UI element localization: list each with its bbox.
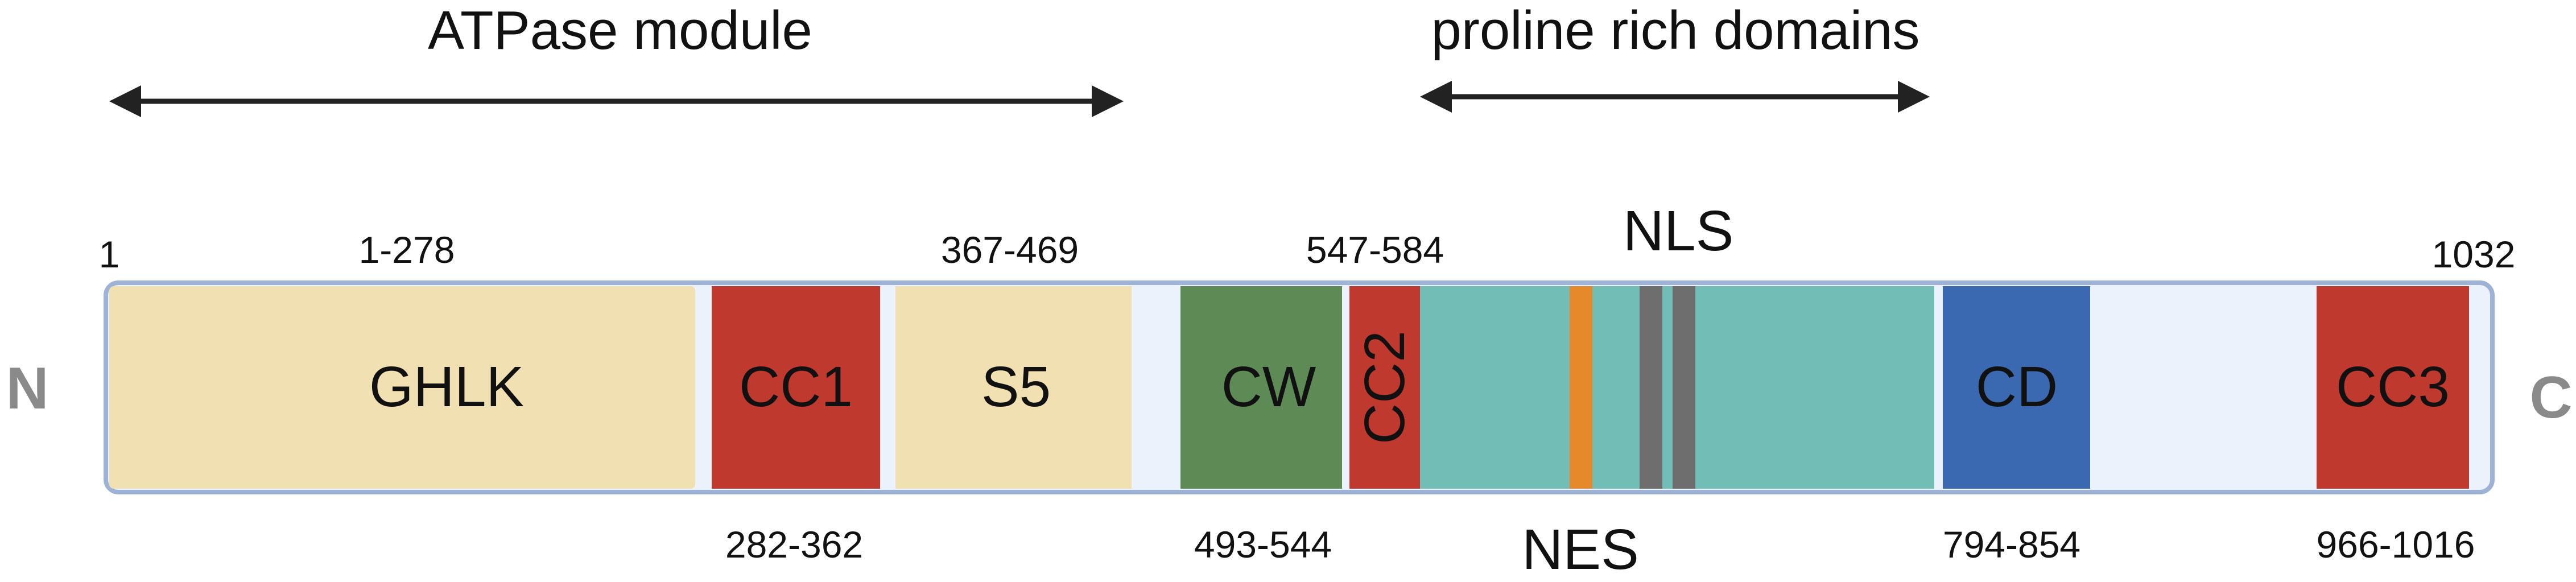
- range-cc2: 547-584: [1306, 229, 1444, 271]
- domain-cc2-label: CC2: [1353, 331, 1417, 444]
- range-ghlk: 1-278: [359, 229, 455, 271]
- domain-cc3-label: CC3: [2336, 355, 2450, 419]
- range-cc3: 966-1016: [2317, 523, 2475, 566]
- domain-cw: CW: [1180, 286, 1342, 489]
- atpase-module-label: ATPase module: [428, 0, 812, 61]
- proline-arrow-head-left: [1420, 81, 1452, 113]
- end-residue-label: 1032: [2432, 233, 2516, 275]
- n-terminus-label: N: [6, 356, 48, 422]
- c-terminus-label: C: [2529, 365, 2572, 431]
- domain-cc2: CC2: [1349, 286, 1420, 489]
- nls-motif-bar-1: [1640, 286, 1662, 489]
- domain-s5-block: [895, 286, 1132, 489]
- atpase-arrow-head-right: [1092, 85, 1124, 117]
- domain-cc1-block: [712, 286, 880, 489]
- domain-cd-label: CD: [1976, 355, 2058, 419]
- domain-cd: CD: [1943, 286, 2090, 489]
- domain-cd-block: [1943, 286, 2090, 489]
- nes-motif-bar: [1570, 286, 1592, 489]
- start-residue-label: 1: [99, 233, 120, 275]
- domain-cc1: CC1: [712, 286, 880, 489]
- domain-ghlk-block: [109, 286, 695, 489]
- nes-label: NES: [1522, 518, 1639, 581]
- domain-s5-label: S5: [981, 355, 1051, 419]
- domain-cw-block: [1180, 286, 1342, 489]
- nls-label: NLS: [1623, 199, 1734, 263]
- domain-s5: S5: [895, 286, 1132, 489]
- domain-cw-label: CW: [1221, 355, 1316, 419]
- domain-cc3-block: [2317, 286, 2469, 489]
- range-cd: 794-854: [1943, 523, 2080, 566]
- domain-cc2-block: [1349, 286, 1420, 489]
- proline-rich-block-group: [1420, 286, 1934, 489]
- proline-rich-region: proline rich domains: [1420, 0, 1930, 113]
- range-s5: 367-469: [941, 229, 1079, 271]
- domain-cc3: CC3: [2317, 286, 2469, 489]
- atpase-arrow-head-left: [109, 85, 141, 117]
- proline-arrow-head-right: [1898, 81, 1930, 113]
- range-cw: 493-544: [1194, 523, 1332, 566]
- nls-motif-bar-2: [1673, 286, 1695, 489]
- atpase-module-region: ATPase module: [109, 0, 1124, 117]
- domain-ghlk-label: GHLK: [369, 355, 524, 419]
- range-cc1: 282-362: [725, 523, 863, 566]
- proline-rich-label: proline rich domains: [1431, 0, 1919, 61]
- domain-cc1-label: CC1: [739, 355, 853, 419]
- domain-ghlk: GHLK: [109, 286, 695, 489]
